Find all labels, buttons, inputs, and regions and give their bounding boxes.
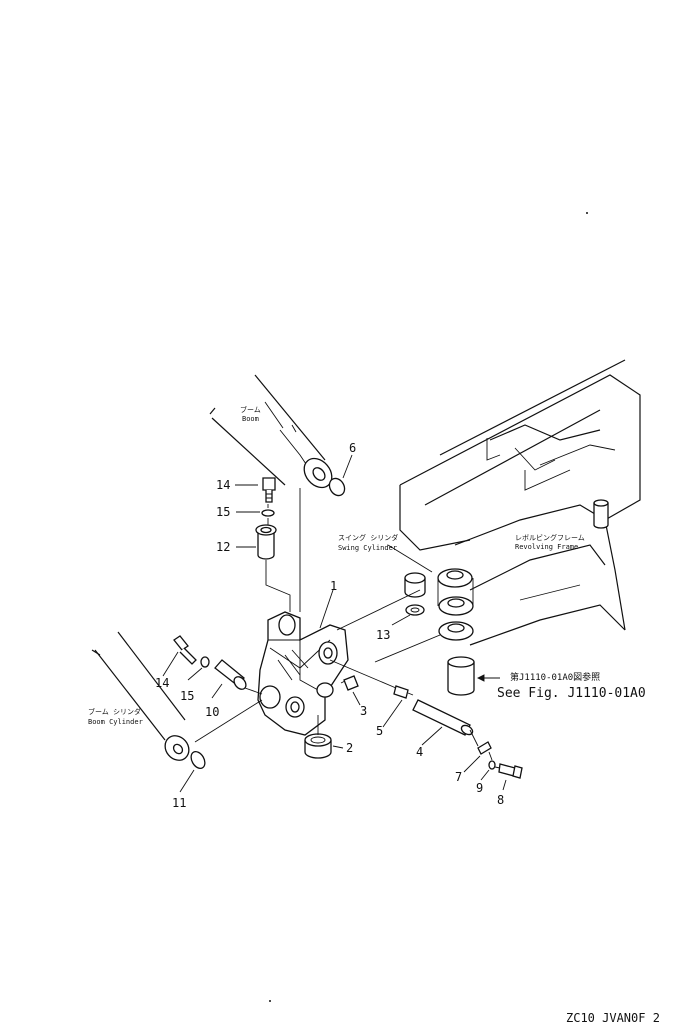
label-revolving-frame-en: Revolving Frame [515, 543, 578, 551]
leader-lines [162, 401, 507, 793]
bolt-14-lower [173, 635, 197, 665]
ring-6 [328, 477, 346, 497]
callout-3: 3 [360, 704, 367, 718]
swing-bracket [257, 611, 349, 736]
callout-9: 9 [476, 781, 483, 795]
callout-11: 11 [172, 796, 186, 810]
washer-13 [405, 604, 425, 616]
callout-12: 12 [216, 540, 230, 554]
washer-9 [488, 760, 496, 770]
plate-7 [477, 741, 492, 755]
callout-14-lower: 14 [155, 676, 169, 690]
callout-5: 5 [376, 724, 383, 738]
bolt-8 [498, 763, 523, 779]
callout-7: 7 [455, 770, 462, 784]
callout-8: 8 [497, 793, 504, 807]
label-boom-cylinder-en: Boom Cylinder [88, 718, 143, 726]
label-boom-en: Boom [242, 415, 259, 423]
callout-14-upper: 14 [216, 478, 230, 492]
grease-fitting-3 [340, 675, 359, 691]
label-boom-cylinder-jp: ブーム シリンダ [88, 707, 141, 716]
swing-cylinder-bushing [404, 572, 426, 598]
grease-fitting-5 [393, 685, 414, 699]
callout-15-upper: 15 [216, 505, 230, 519]
bolt-14-upper [262, 477, 276, 503]
washer-15-upper [261, 509, 275, 517]
label-swing-cylinder-jp: スイング シリンダ [338, 533, 398, 542]
bushing-12 [255, 524, 277, 560]
assembly-lines [194, 488, 501, 769]
pin-4 [412, 699, 474, 736]
callout-10: 10 [205, 705, 219, 719]
callout-1: 1 [330, 579, 337, 593]
revolving-frame [399, 359, 641, 646]
label-revolving-frame-jp: レボルビングフレーム [515, 533, 585, 542]
callout-2: 2 [346, 741, 353, 755]
ring-11 [190, 750, 206, 770]
pin-see-fig [447, 656, 475, 696]
callout-6: 6 [349, 441, 356, 455]
callout-numbers: 14 15 12 6 1 13 14 15 10 3 5 2 4 7 9 8 1… [155, 441, 504, 810]
label-see-fig-jp: 第J1110-01A0図参照 [510, 671, 600, 683]
callout-4: 4 [416, 745, 423, 759]
bushing-10 [214, 659, 247, 690]
speck [586, 212, 588, 214]
footer-code: ZC10 JVAN0F 2 [566, 1011, 660, 1024]
washer-15-lower [200, 656, 210, 668]
label-swing-cylinder-en: Swing Cylinder [338, 544, 397, 552]
boom [209, 374, 333, 489]
label-boom-jp: ブーム [240, 405, 261, 414]
text-labels: ブーム Boom スイング シリンダ Swing Cylinder レボルビング… [88, 405, 660, 1024]
speck [269, 1000, 271, 1002]
boom-cylinder [91, 631, 190, 761]
label-see-fig-en: See Fig. J1110-01A0 [497, 686, 646, 701]
callout-13: 13 [376, 628, 390, 642]
callout-15-lower: 15 [180, 689, 194, 703]
bushing-2 [304, 733, 332, 759]
